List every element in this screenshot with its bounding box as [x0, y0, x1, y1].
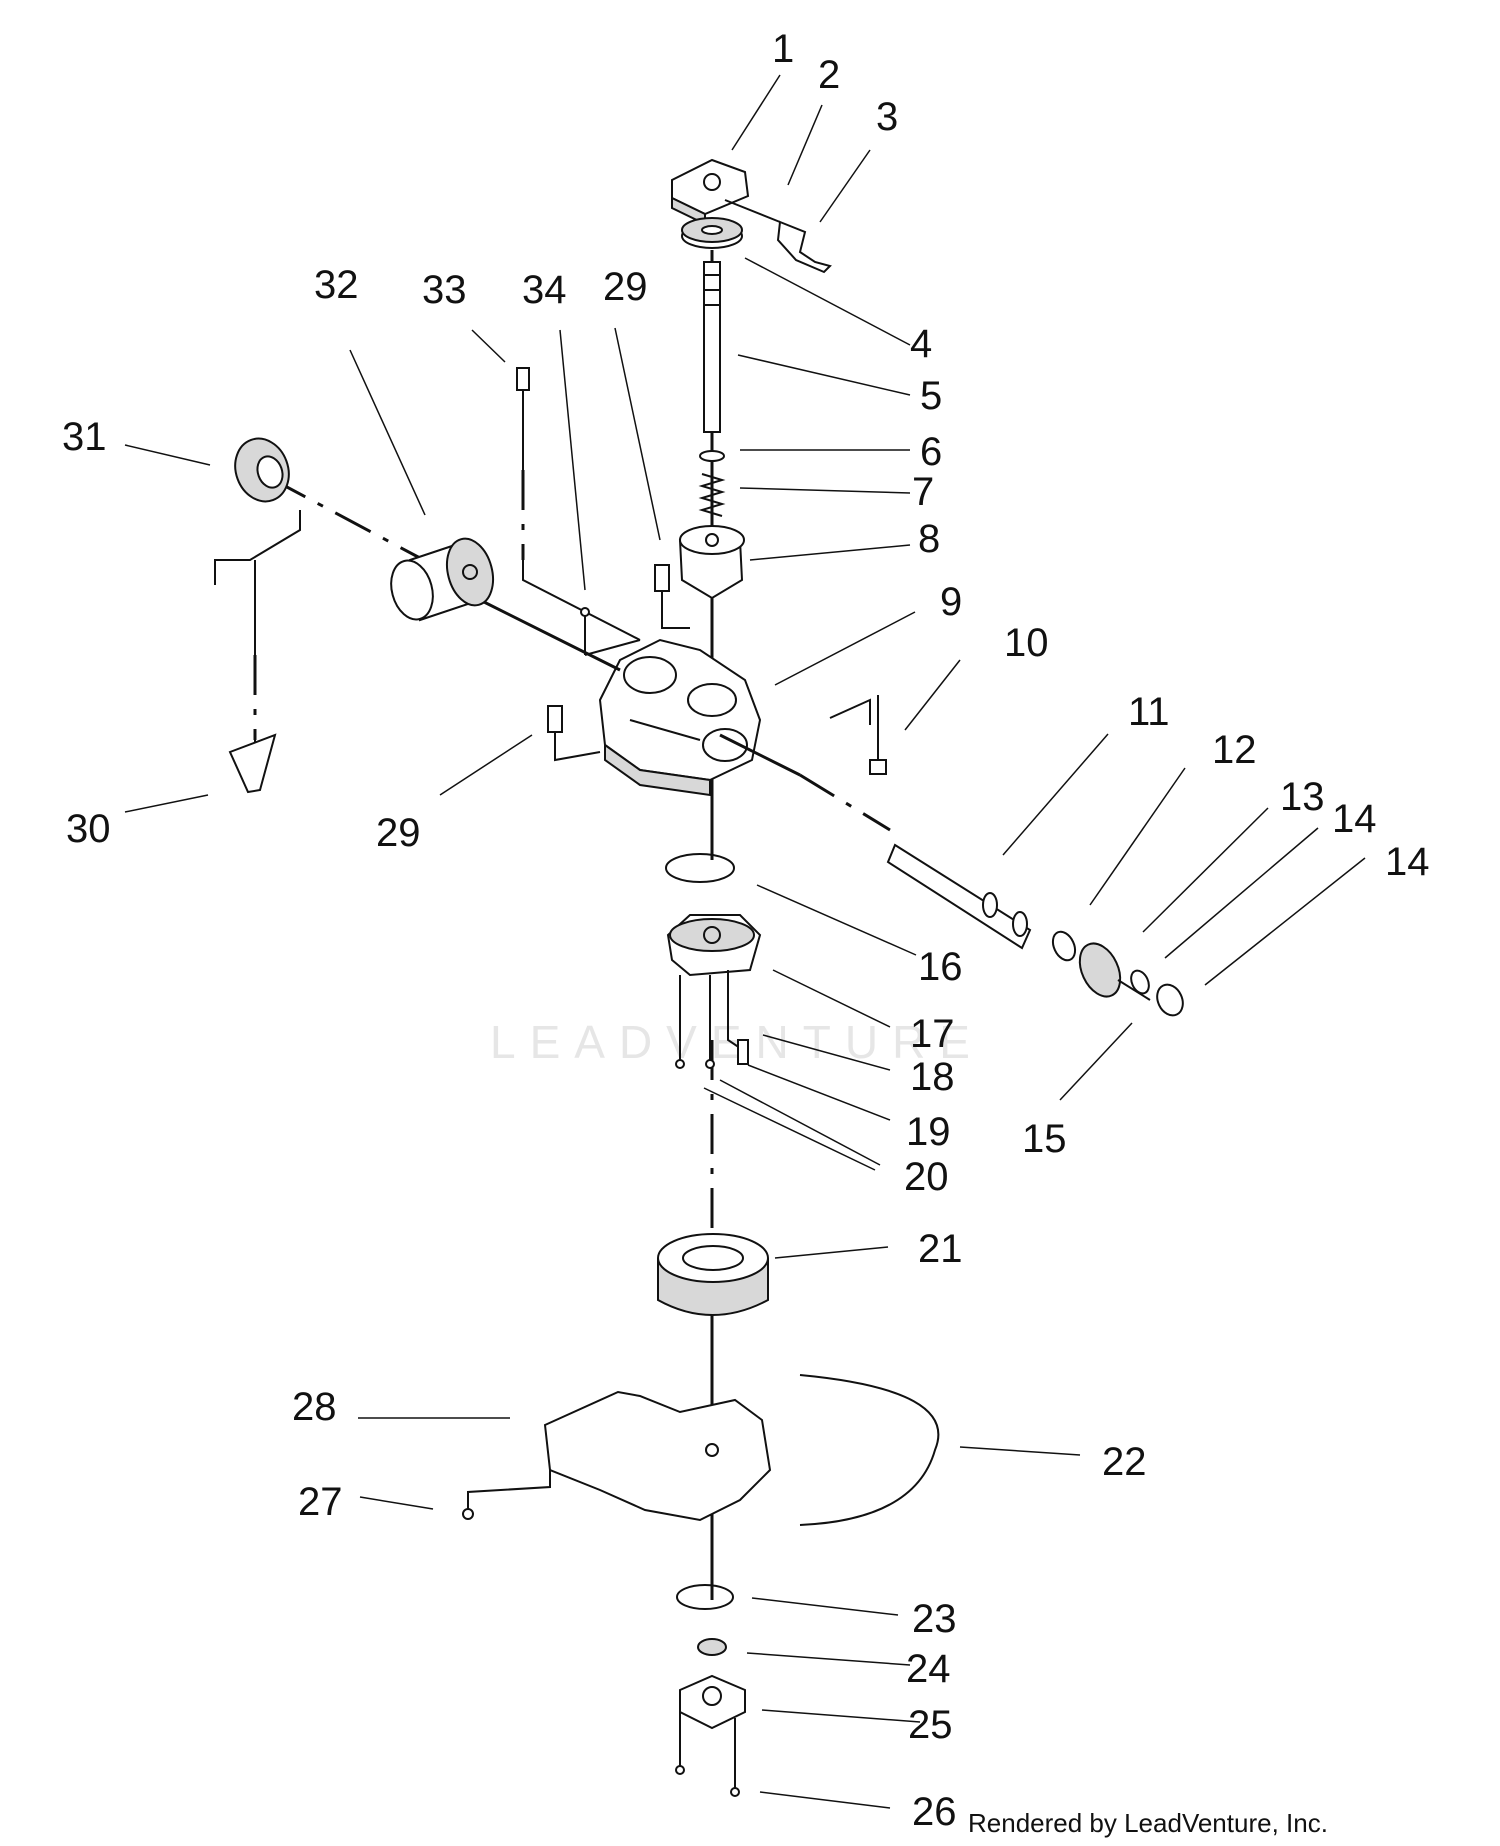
- callout-18: 18: [910, 1055, 955, 1099]
- callout-7: 7: [912, 470, 934, 514]
- spring: [698, 473, 726, 517]
- pump-cylinder-block: [390, 537, 495, 622]
- plate-screw: [462, 1470, 551, 1520]
- leader-lines: [124, 74, 1366, 1809]
- callout-14a: 14: [1332, 797, 1377, 841]
- callout-19: 19: [906, 1110, 951, 1154]
- left-seal: [234, 437, 290, 503]
- callout-22: 22: [1102, 1440, 1147, 1484]
- callout-25: 25: [908, 1703, 953, 1747]
- shaft-washer: [1051, 930, 1077, 962]
- right-axis: [719, 733, 891, 832]
- callout-14b: 14: [1385, 840, 1430, 884]
- gasket-plate: [543, 1390, 772, 1522]
- callout-11: 11: [1128, 690, 1170, 734]
- callout-3: 3: [876, 95, 898, 139]
- callout-15: 15: [1022, 1117, 1067, 1161]
- bottom-seal: [697, 1638, 727, 1656]
- callout-8: 8: [918, 517, 940, 561]
- dowel-pin-lower: [547, 705, 601, 762]
- callout-23: 23: [912, 1597, 957, 1641]
- callout-9: 9: [940, 580, 962, 624]
- pin-and-lever: [724, 199, 832, 274]
- charge-pump-assembly: [666, 914, 762, 1069]
- spur-gear: [1078, 942, 1151, 1001]
- dowel-pin-upper: [654, 564, 690, 629]
- callout-13: 13: [1280, 775, 1325, 819]
- callout-24: 24: [906, 1647, 951, 1691]
- callout-2: 2: [818, 53, 840, 97]
- gear-washers: [1130, 969, 1184, 1017]
- callout-20: 20: [904, 1155, 949, 1199]
- o-ring: [665, 853, 735, 883]
- callout-34: 34: [522, 268, 567, 312]
- callout-32: 32: [314, 263, 359, 307]
- callout-33: 33: [422, 268, 467, 312]
- render-credit: Rendered by LeadVenture, Inc.: [968, 1808, 1328, 1838]
- callout-6: 6: [920, 430, 942, 474]
- callout-5: 5: [920, 374, 942, 418]
- cover-bolts: [675, 1712, 740, 1797]
- callout-17: 17: [910, 1012, 955, 1056]
- motor-shaft: [886, 843, 1032, 950]
- trunnion-shaft: [703, 261, 721, 433]
- callout-31: 31: [62, 415, 107, 459]
- upper-washer: [681, 217, 743, 249]
- control-arm-cap: [671, 158, 750, 226]
- callout-12: 12: [1212, 728, 1257, 772]
- callout-1: 1: [772, 27, 794, 71]
- callout-28: 28: [292, 1385, 337, 1429]
- callout-29b: 29: [376, 811, 421, 855]
- center-housing: [598, 638, 762, 797]
- valve-block: [678, 525, 745, 600]
- bottom-o-ring: [676, 1584, 734, 1610]
- callout-26: 26: [912, 1790, 957, 1834]
- left-axis: [269, 476, 621, 672]
- callout-16: 16: [918, 945, 963, 989]
- swashplate-guide: [214, 510, 301, 794]
- bearing: [657, 1233, 769, 1316]
- housing-screws: [580, 607, 641, 656]
- housing-cover-outline: [799, 1374, 940, 1526]
- callout-29a: 29: [603, 265, 648, 309]
- callout-4: 4: [910, 322, 932, 366]
- retaining-ring: [699, 450, 725, 462]
- bolt: [829, 695, 887, 775]
- callout-30: 30: [66, 807, 111, 851]
- callout-21: 21: [918, 1227, 963, 1271]
- callout-numbers: 1 2 3 4 5 6 7 8 9 10 11 12 13 14 14 15 1…: [62, 27, 1430, 1834]
- callout-27: 27: [298, 1480, 343, 1524]
- bleed-fitting: [516, 367, 641, 641]
- callout-10: 10: [1004, 621, 1049, 665]
